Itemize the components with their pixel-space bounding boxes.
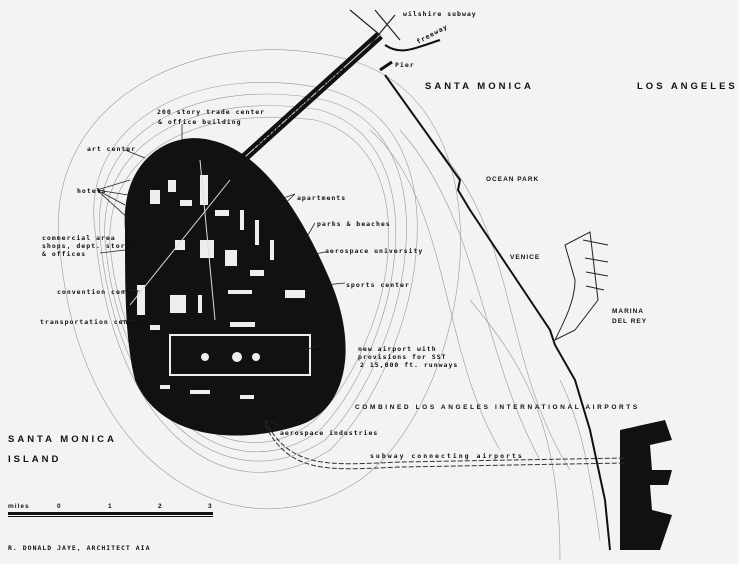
label-convention-center: convention center — [57, 288, 141, 296]
scale-tick-1: 1 — [108, 503, 113, 510]
coastline — [384, 74, 611, 551]
label-trade-center-2: & office building — [158, 118, 242, 126]
wilshire-subway-line — [349, 9, 401, 46]
label-airport-2: provisions for SST — [358, 353, 446, 361]
scale-tick-0: 0 — [57, 503, 62, 510]
scale-bar: miles 0 1 2 3 — [8, 503, 213, 517]
freeway — [384, 39, 441, 52]
label-aerospace-industries: aerospace industries — [280, 429, 378, 437]
scale-tick-2: 2 — [158, 503, 163, 510]
label-airport-3: 2 15,000 ft. runways — [360, 361, 458, 369]
place-marina-1: MARINA — [612, 308, 644, 315]
place-island-1: SANTA MONICA — [8, 434, 117, 445]
label-trade-center-1: 200 story trade center — [157, 108, 265, 116]
place-marina-2: DEL REY — [612, 318, 647, 325]
label-causeway: causeway bridges & subway — [251, 63, 348, 151]
place-island-2: ISLAND — [8, 454, 61, 465]
island — [124, 138, 346, 436]
label-commercial-1: commercial area — [42, 234, 116, 242]
scale-tick-3: 3 — [208, 503, 213, 510]
architect-credit: R. DONALD JAYE, ARCHITECT AIA — [8, 544, 151, 552]
scale-label: miles — [8, 503, 30, 510]
label-pier: Pier — [395, 61, 415, 69]
label-parks-beaches: parks & beaches — [317, 220, 391, 228]
subway-connecting-airports — [264, 419, 626, 465]
label-sports-center: sports center — [346, 281, 410, 289]
pier — [379, 60, 393, 72]
island-blocks — [137, 175, 311, 399]
place-santa-monica: SANTA MONICA — [425, 81, 534, 92]
place-los-angeles: LOS ANGELES — [637, 81, 738, 92]
label-art-center: art center — [87, 145, 136, 153]
place-ocean-park: OCEAN PARK — [486, 176, 539, 183]
contour-lines — [58, 49, 601, 561]
label-transportation-center: transportation center — [40, 318, 143, 326]
marina-del-rey — [553, 231, 609, 342]
label-subway-connecting: subway connecting airports — [370, 452, 524, 460]
label-aerospace-university: aerospace university — [325, 247, 423, 255]
label-apartments: apartments — [297, 194, 346, 202]
label-airport-1: new airport with — [358, 345, 437, 353]
leader-lines — [96, 124, 346, 429]
label-wilshire-subway: wilshire subway — [403, 10, 477, 18]
label-hotels: hotels — [77, 187, 106, 195]
label-combined-airports: COMBINED LOS ANGELES INTERNATIONAL AIRPO… — [355, 404, 640, 411]
lax-airport-block — [620, 420, 672, 550]
label-commercial-2: shops, dept. stores — [42, 242, 135, 250]
place-venice: VENICE — [510, 254, 540, 261]
label-commercial-3: & offices — [42, 250, 86, 258]
